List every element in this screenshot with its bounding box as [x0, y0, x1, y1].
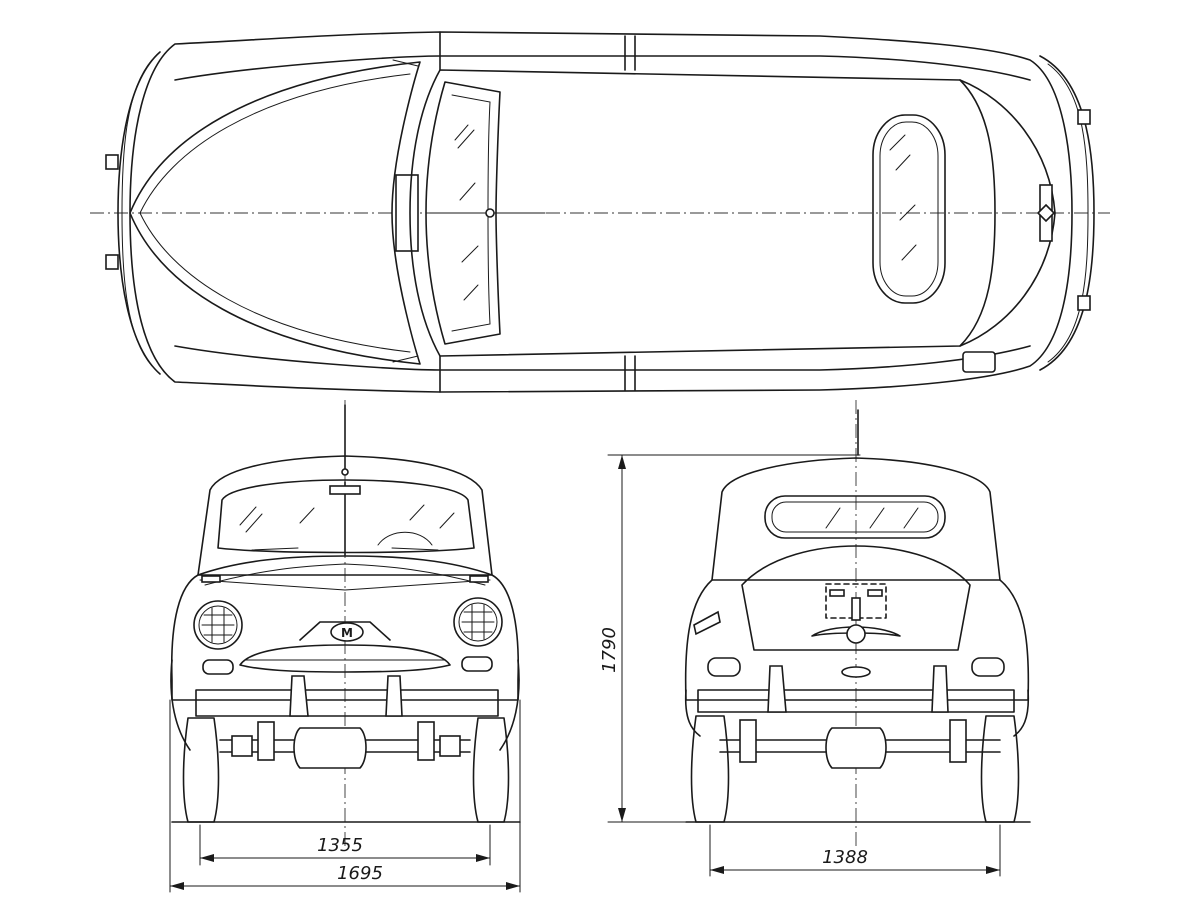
rear-window — [764, 495, 946, 539]
front-grille — [239, 644, 451, 673]
rear-trunk-lid — [741, 545, 971, 651]
rear-axle — [719, 719, 1001, 769]
top-rear-window — [872, 114, 946, 304]
top-rear-bumper — [1039, 55, 1095, 371]
top-bumper-guard — [1077, 295, 1091, 311]
front-parking-lamp-left — [202, 659, 234, 675]
rear-trunk-handle — [811, 626, 901, 637]
front-bumper — [195, 689, 499, 717]
rear-view — [684, 400, 1031, 850]
dim-front-track-label: 1355 — [317, 835, 363, 856]
rear-bumper-guard — [767, 665, 787, 713]
top-hood-v — [129, 61, 421, 365]
front-bumper-guard — [289, 675, 309, 717]
front-axle — [219, 721, 471, 769]
rear-license-plate — [825, 583, 887, 619]
rear-wheel-left — [690, 715, 730, 823]
rear-wheel-right — [980, 715, 1020, 823]
dim-overall-width-label: 1695 — [337, 863, 383, 884]
top-tail-lamp — [962, 351, 996, 373]
front-indicator — [201, 575, 221, 583]
top-bumper-guard — [1077, 109, 1091, 125]
rear-tail-lamp-left — [707, 657, 741, 677]
front-badge — [330, 622, 364, 642]
top-hood-ornament — [395, 174, 419, 252]
dim-rear-track-label: 1388 — [822, 847, 868, 868]
rear-bumper-guard — [931, 665, 949, 713]
front-view: M — [170, 400, 521, 850]
top-view — [90, 31, 1110, 393]
rear-tail-lamp-right — [971, 657, 1005, 677]
rear-reflector — [693, 610, 721, 636]
top-windshield — [425, 81, 501, 345]
top-body-outline — [129, 31, 1073, 393]
rear-emblem — [841, 666, 871, 678]
dimension-lines: 1355 1695 1388 1790 — [169, 454, 1001, 893]
front-indicator — [469, 575, 489, 583]
rear-roof — [711, 457, 1001, 581]
front-wheel-right — [472, 717, 510, 823]
front-badge-label: M — [341, 626, 353, 640]
front-wheel-left — [182, 717, 220, 823]
front-windshield — [217, 479, 475, 554]
rear-bumper — [697, 689, 1015, 713]
front-roof — [197, 455, 493, 576]
front-bumper-guard — [385, 675, 403, 717]
top-bumper-guard — [105, 154, 119, 170]
front-body — [170, 555, 520, 701]
front-mirror — [329, 485, 361, 495]
dim-overall-height-label: 1790 — [599, 627, 620, 673]
front-parking-lamp-right — [461, 656, 493, 672]
top-bumper-guard — [105, 254, 119, 270]
